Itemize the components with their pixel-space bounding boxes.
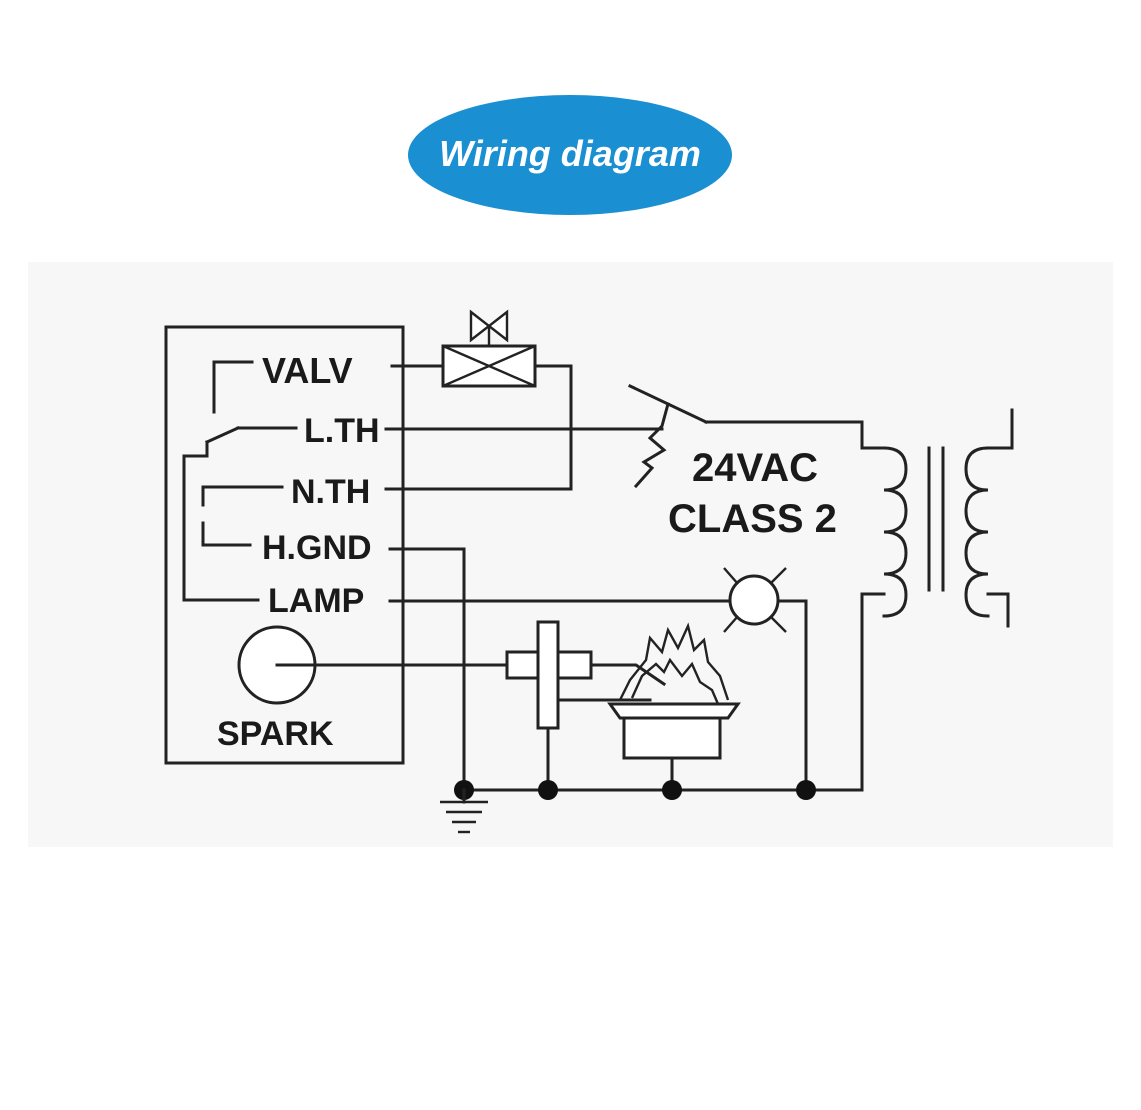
electrode-holder-icon (505, 620, 667, 792)
terminal-wires (275, 364, 732, 792)
diagram-panel (28, 262, 1113, 847)
power-voltage-label: 24VAC (692, 446, 818, 490)
terminal-hgnd-label: H.GND (262, 529, 372, 567)
control-module-box (164, 325, 405, 765)
terminal-lamp-label: LAMP (268, 582, 364, 620)
transformer-icon (860, 408, 1014, 792)
terminal-valv-label: VALV (262, 350, 353, 391)
ground-icon (440, 788, 488, 834)
terminal-lth-label: L.TH (304, 412, 380, 450)
terminal-spark-label: SPARK (217, 715, 334, 753)
indicator-lamp-icon (723, 567, 808, 792)
title-badge: Wiring diagram (408, 95, 732, 215)
ground-bus (454, 780, 864, 800)
gas-valve-icon (441, 309, 537, 388)
thermostat-switch-icon (628, 384, 864, 489)
diagram-title: Wiring diagram (439, 133, 701, 174)
burner-flame-icon (607, 622, 741, 792)
terminal-nth-label: N.TH (291, 473, 370, 511)
power-class-label: CLASS 2 (668, 497, 837, 541)
internal-relay-wiring (182, 360, 298, 602)
